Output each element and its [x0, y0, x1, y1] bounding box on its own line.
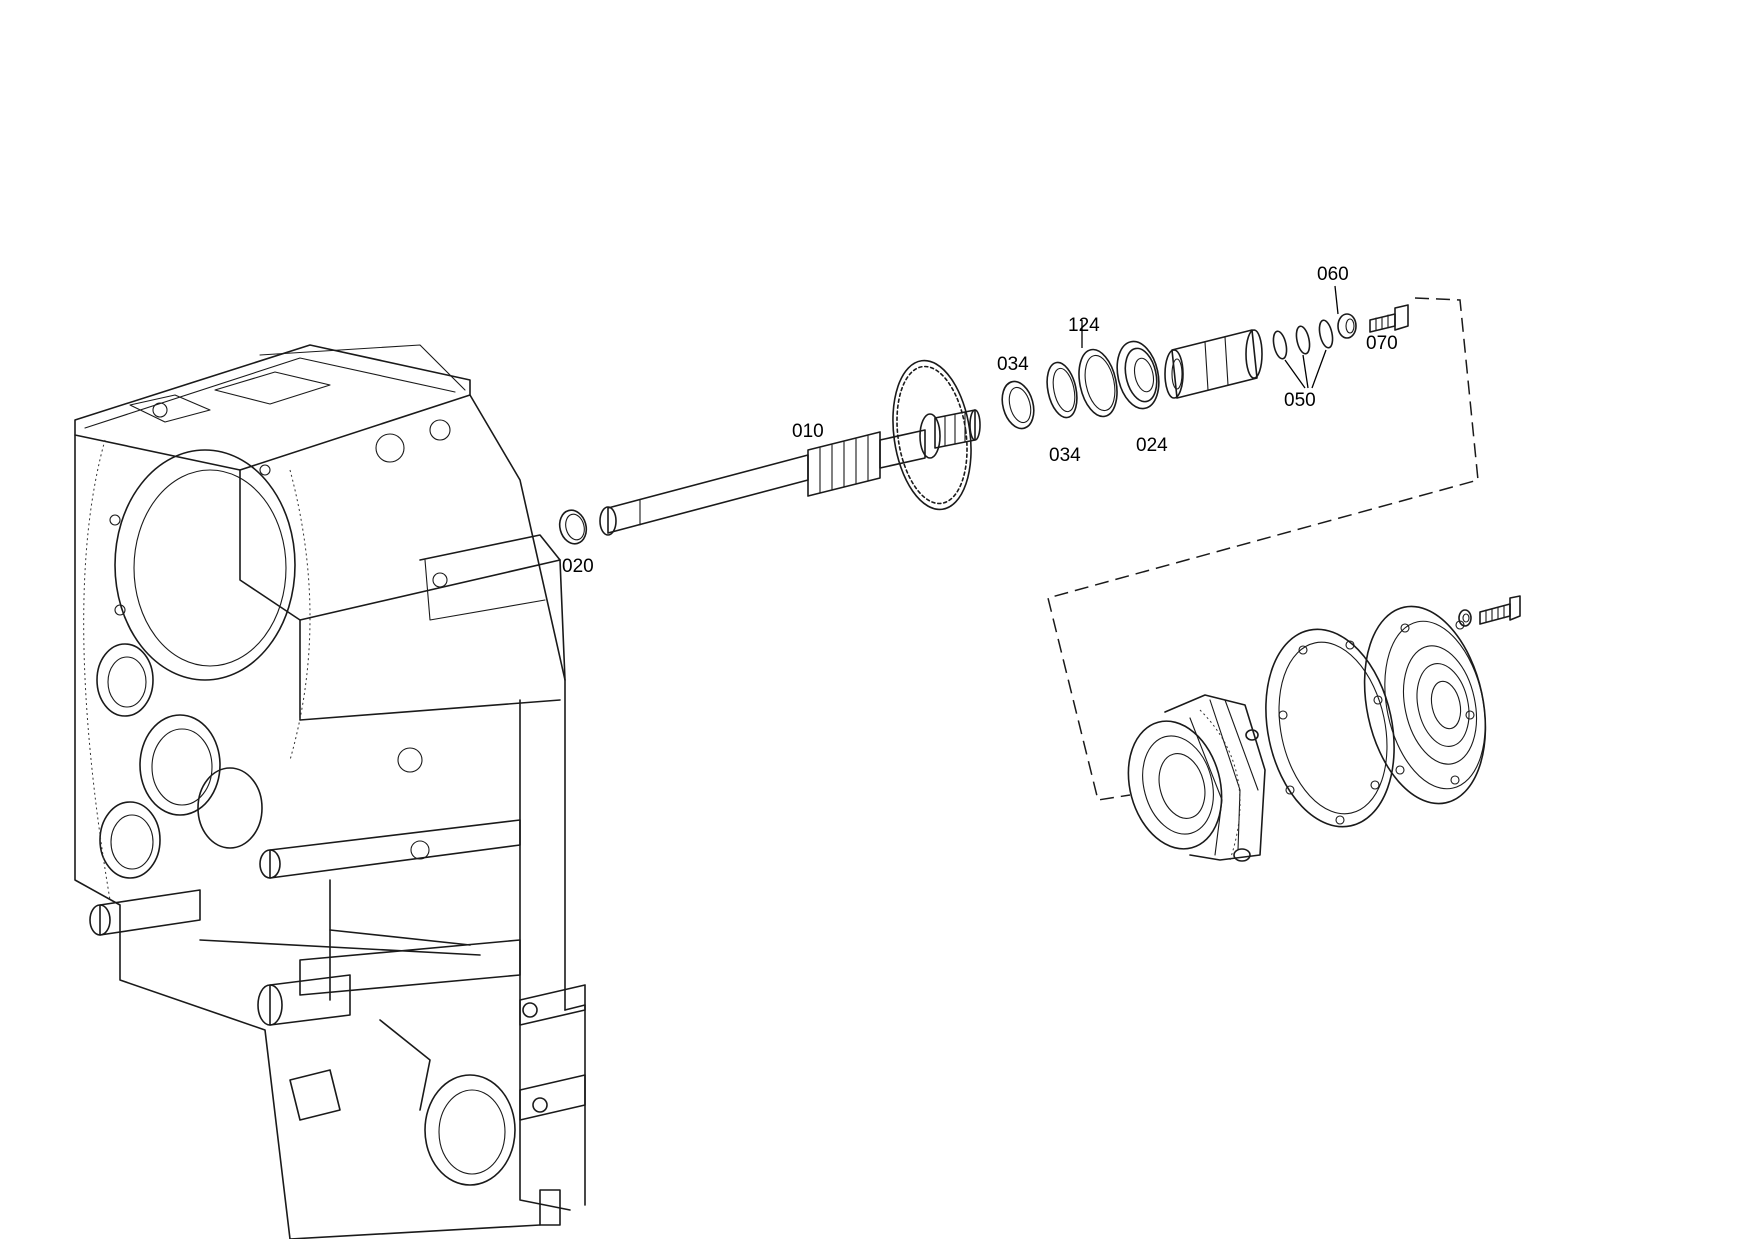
callout-010: 010 — [792, 421, 824, 442]
output-flange-housing — [1127, 694, 1266, 862]
shim-034-left — [1001, 380, 1035, 430]
callout-024: 024 — [1136, 435, 1168, 456]
washer — [1458, 609, 1472, 627]
gasket — [1265, 628, 1395, 828]
o-rings-050 — [1272, 319, 1334, 360]
callout-124: 124 — [1068, 315, 1100, 336]
ring-124 — [1078, 348, 1118, 418]
input-shaft-010 — [599, 359, 981, 536]
callout-034-top: 034 — [997, 354, 1029, 375]
assembly-outline-dashed — [1047, 297, 1479, 801]
cover-bolt — [1479, 595, 1521, 625]
end-cover — [1363, 605, 1487, 805]
sleeve-hub — [1164, 329, 1263, 399]
callout-020: 020 — [562, 556, 594, 577]
callout-034-bottom: 034 — [1049, 445, 1081, 466]
screw-070 — [1369, 304, 1409, 333]
nut-060 — [1337, 313, 1357, 339]
callout-070: 070 — [1366, 333, 1398, 354]
bearing-024 — [1116, 340, 1160, 410]
callout-050: 050 — [1284, 390, 1316, 411]
snap-ring-020 — [558, 509, 588, 545]
transmission-housing — [74, 344, 586, 1239]
shim-034-right — [1046, 361, 1078, 419]
leader-lines — [1081, 285, 1339, 389]
callout-060: 060 — [1317, 264, 1349, 285]
